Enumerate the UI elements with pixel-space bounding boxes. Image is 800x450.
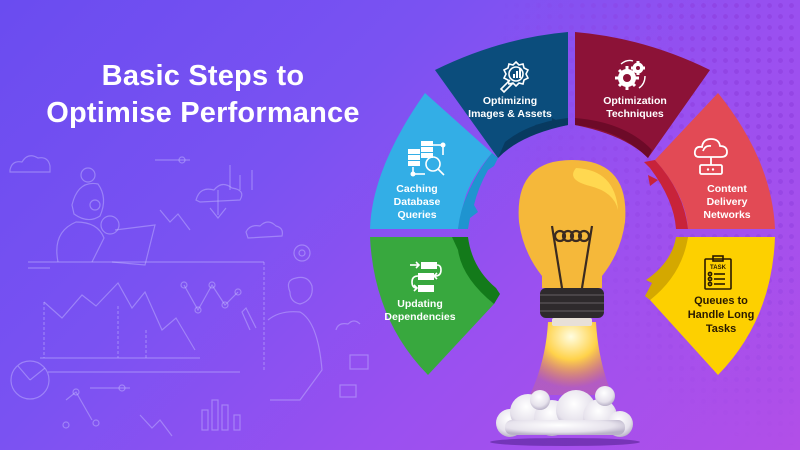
image-optimize-icon [499, 60, 530, 94]
segment-caching [370, 93, 498, 229]
page-title: Basic Steps to Optimise Performance [18, 58, 388, 132]
techniques-label-line1: Optimization [603, 95, 667, 107]
dependencies-label-line1: Updating [397, 298, 443, 310]
queues-label-line1: Queues to [694, 295, 748, 307]
title-line-1: Basic Steps to [101, 60, 305, 92]
cloud-server-icon [693, 138, 728, 175]
images-label-line2: Images & Assets [468, 108, 552, 120]
task-icon-text: TASK [710, 265, 727, 271]
dependencies-label: Updating Dependencies [376, 298, 464, 324]
techniques-label-line2: Techniques [606, 108, 664, 120]
techniques-label: Optimization Techniques [585, 95, 685, 121]
caching-label-line3: Queries [397, 209, 437, 221]
cdn-label-line3: Networks [703, 209, 751, 221]
task-clipboard-icon: TASK [704, 255, 732, 290]
gears-icon [615, 59, 646, 90]
caching-label-line1: Caching [396, 183, 438, 195]
title-line-2: Optimise Performance [46, 97, 360, 129]
segment-images [435, 32, 568, 158]
cdn-label-line2: Delivery [706, 196, 748, 208]
segment-queues [645, 237, 775, 375]
images-label: Optimizing Images & Assets [460, 95, 560, 121]
segment-dependencies [370, 237, 500, 375]
queues-label-line2: Handle Long [687, 309, 755, 321]
queues-label: Queues to Handle Long Tasks [672, 294, 770, 336]
caching-label-line2: Database [393, 196, 441, 208]
cdn-label-line1: Content [707, 183, 747, 195]
cdn-label: Content Delivery Networks [690, 183, 764, 222]
queues-label-line3: Tasks [705, 323, 737, 335]
images-label-line1: Optimizing [482, 95, 538, 107]
database-search-icon [408, 141, 446, 177]
caching-label: Caching Database Queries [378, 183, 456, 222]
segment-techniques [575, 32, 710, 158]
dependencies-label-line2: Dependencies [384, 311, 456, 323]
segment-cdn [644, 93, 775, 229]
dependency-flow-icon [410, 261, 442, 292]
